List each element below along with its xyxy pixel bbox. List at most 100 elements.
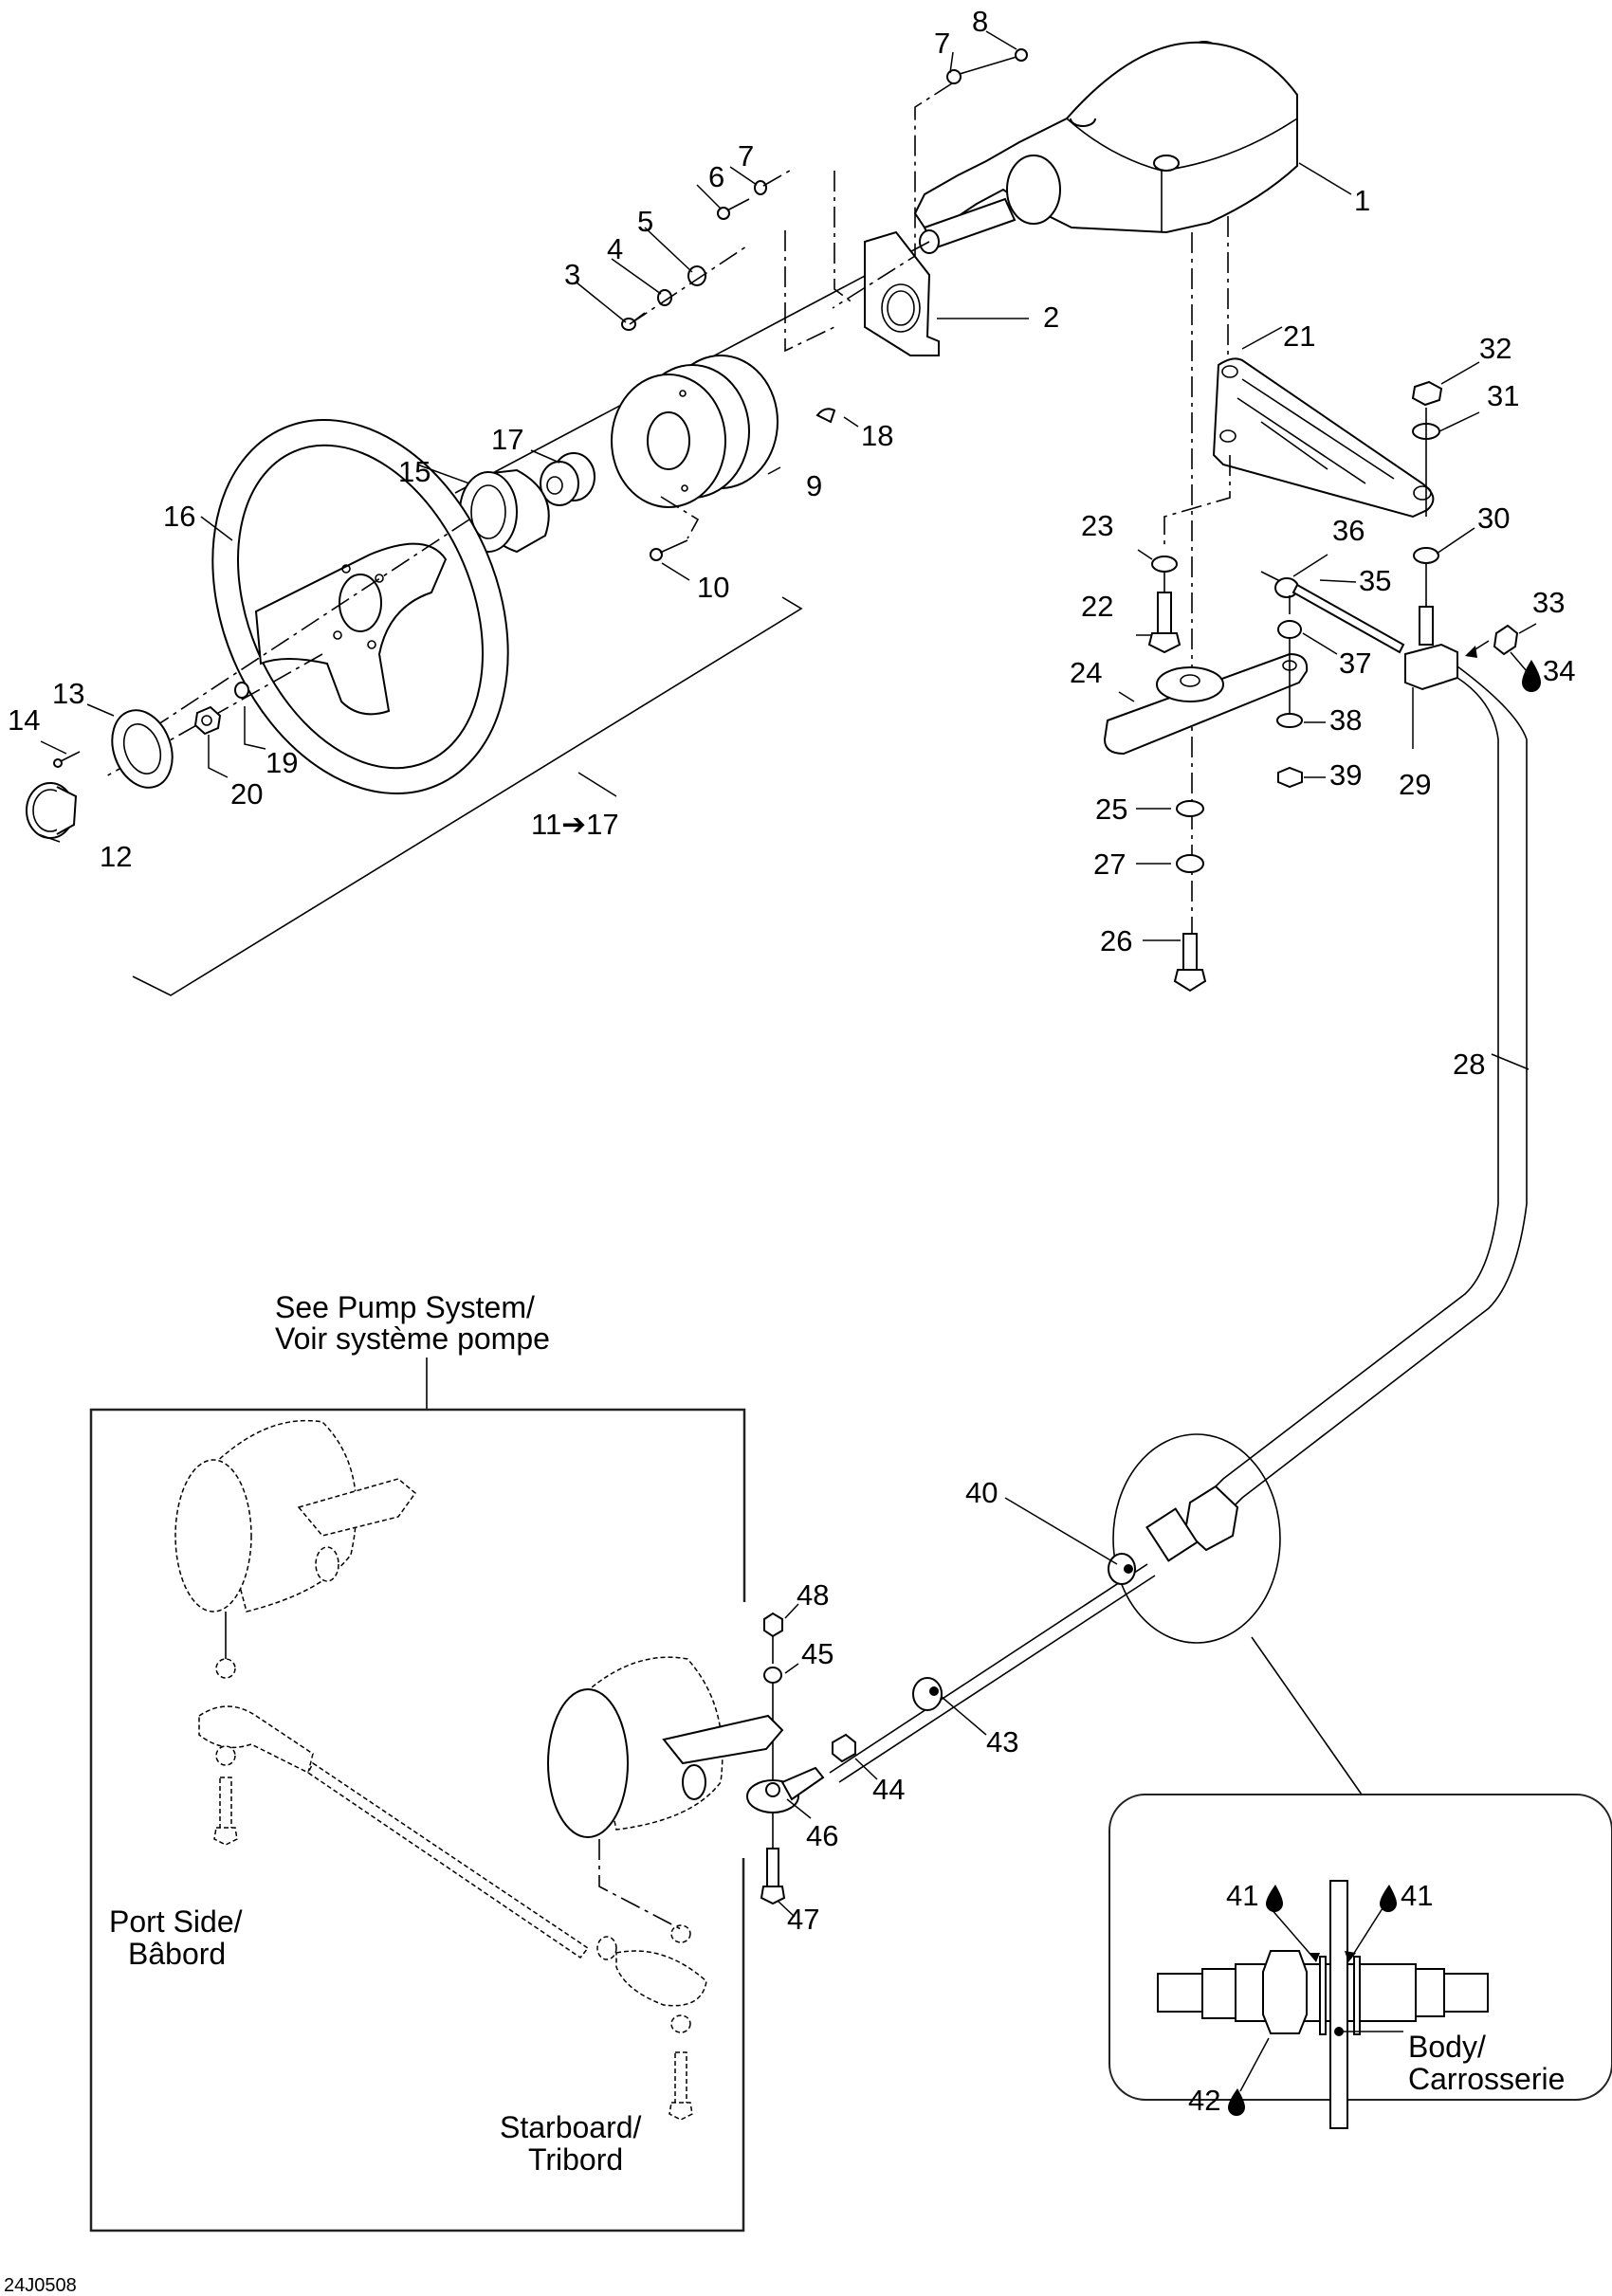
- nut-8: [1015, 48, 1028, 62]
- washer-45: [763, 1667, 782, 1684]
- callout-46: 46: [806, 1819, 838, 1852]
- callout-28: 28: [1453, 1048, 1485, 1081]
- pump-reference-line2: Voir système pompe: [275, 1321, 550, 1356]
- screw-14: [53, 751, 81, 768]
- callout-27: 27: [1093, 847, 1126, 881]
- callout-47: 47: [787, 1903, 819, 1936]
- washer-19: [234, 682, 249, 699]
- pump-system-frame: [89, 1408, 746, 2232]
- callout-3: 3: [564, 258, 580, 291]
- callout-30: 30: [1477, 501, 1510, 535]
- detail-magnifier: [1112, 1433, 1281, 1644]
- callout-22: 22: [1081, 590, 1113, 623]
- bushing-30: [1413, 547, 1439, 564]
- bolt-22: [1147, 592, 1182, 654]
- key-18: [815, 408, 836, 424]
- ring-13: [111, 709, 174, 789]
- bolt-26: [1173, 933, 1207, 993]
- drawing-code: 24J0508: [4, 2275, 77, 2296]
- steering-wheel-16: [211, 418, 509, 795]
- oil-drop-icon: [1266, 1885, 1283, 1912]
- port-nozzle: [174, 1419, 417, 1613]
- callout-41b: 41: [1380, 1879, 1433, 1912]
- callout-5: 5: [637, 205, 653, 238]
- callout-10: 10: [697, 571, 729, 604]
- callout-7b: 7: [934, 27, 950, 60]
- leader-lines: [37, 30, 1537, 1918]
- callout-2: 2: [1043, 301, 1059, 334]
- port-side-label-line2: Bâbord: [128, 1937, 226, 1971]
- callout-40: 40: [965, 1476, 998, 1509]
- callout-20: 20: [230, 777, 263, 811]
- nut-48: [763, 1612, 783, 1638]
- callout-14: 14: [8, 703, 40, 737]
- bracket-21: [1212, 357, 1435, 519]
- oil-drop-icon: [1522, 660, 1541, 692]
- detail-inset: [1108, 1794, 1612, 2101]
- svg-text:34: 34: [1543, 654, 1575, 687]
- callout-13: 13: [52, 677, 84, 710]
- oil-drop-icon: [1380, 1885, 1397, 1912]
- spline-17: [540, 452, 595, 506]
- callout-8: 8: [972, 5, 988, 38]
- callout-15: 15: [398, 455, 430, 488]
- callout-44: 44: [872, 1773, 905, 1806]
- assembly-bracket-11-17: [132, 596, 803, 996]
- washer-23: [1151, 556, 1178, 573]
- callout-9: 9: [806, 469, 822, 502]
- steering-cable-28: [1222, 665, 1528, 1518]
- callout-16: 16: [163, 500, 195, 533]
- pump-reference-line1: See Pump System/: [275, 1290, 535, 1324]
- lock-washer-27: [1176, 854, 1204, 873]
- callout-4: 4: [607, 232, 623, 265]
- callout-18: 18: [861, 419, 893, 452]
- oil-drop-icon: [1228, 2088, 1245, 2116]
- callout-37: 37: [1339, 647, 1371, 680]
- callout-6: 6: [708, 160, 724, 193]
- svg-text:42: 42: [1188, 2084, 1220, 2117]
- callout-25: 25: [1095, 793, 1127, 826]
- nut-44: [832, 1733, 856, 1763]
- bolt-47: [760, 1848, 786, 1905]
- body-label-line1: Body/: [1408, 2030, 1486, 2064]
- callout-38: 38: [1329, 703, 1362, 737]
- washer-25: [1176, 800, 1204, 817]
- cable-fitting: [1145, 1485, 1239, 1562]
- rod-end-46: [746, 1766, 825, 1813]
- body-label-line2: Carrosserie: [1408, 2062, 1565, 2096]
- svg-text:41: 41: [1401, 1879, 1433, 1912]
- bolt-6: [717, 207, 730, 220]
- starboard-label-line2: Tribord: [528, 2142, 623, 2177]
- bracket-24: [1103, 652, 1309, 756]
- screw-10: [650, 548, 663, 561]
- callout-21: 21: [1283, 319, 1315, 353]
- callout-11-17: 11➔17: [531, 808, 619, 841]
- washer-38: [1276, 713, 1303, 728]
- callout-7a: 7: [738, 139, 754, 173]
- callout-43: 43: [986, 1725, 1018, 1758]
- cable-block-29: [1404, 606, 1458, 691]
- spacer-37: [1277, 620, 1302, 639]
- callout-35: 35: [1359, 564, 1391, 597]
- nut-39: [1277, 766, 1303, 789]
- callout-34: 34: [1522, 654, 1575, 692]
- callout-29: 29: [1399, 768, 1431, 801]
- washer-7a: [754, 180, 767, 195]
- collar-40: [1108, 1553, 1136, 1585]
- callout-45: 45: [801, 1637, 833, 1670]
- hub-adapter-9: [611, 355, 779, 508]
- port-side-label-line1: Port Side/: [109, 1904, 243, 1939]
- rod-35: [1291, 583, 1405, 654]
- svg-text:41: 41: [1226, 1879, 1258, 1912]
- callout-19: 19: [266, 746, 298, 779]
- steering-column-housing: [913, 41, 1298, 254]
- starboard-nozzle: [547, 1656, 784, 1838]
- callout-23: 23: [1081, 509, 1113, 542]
- nut-32: [1411, 380, 1443, 407]
- starboard-label-line1: Starboard/: [500, 2110, 642, 2144]
- collar-43: [912, 1677, 943, 1711]
- callout-36: 36: [1332, 514, 1365, 547]
- callout-39: 39: [1329, 758, 1362, 792]
- bulkhead-fitting-detail: [1157, 1880, 1489, 2129]
